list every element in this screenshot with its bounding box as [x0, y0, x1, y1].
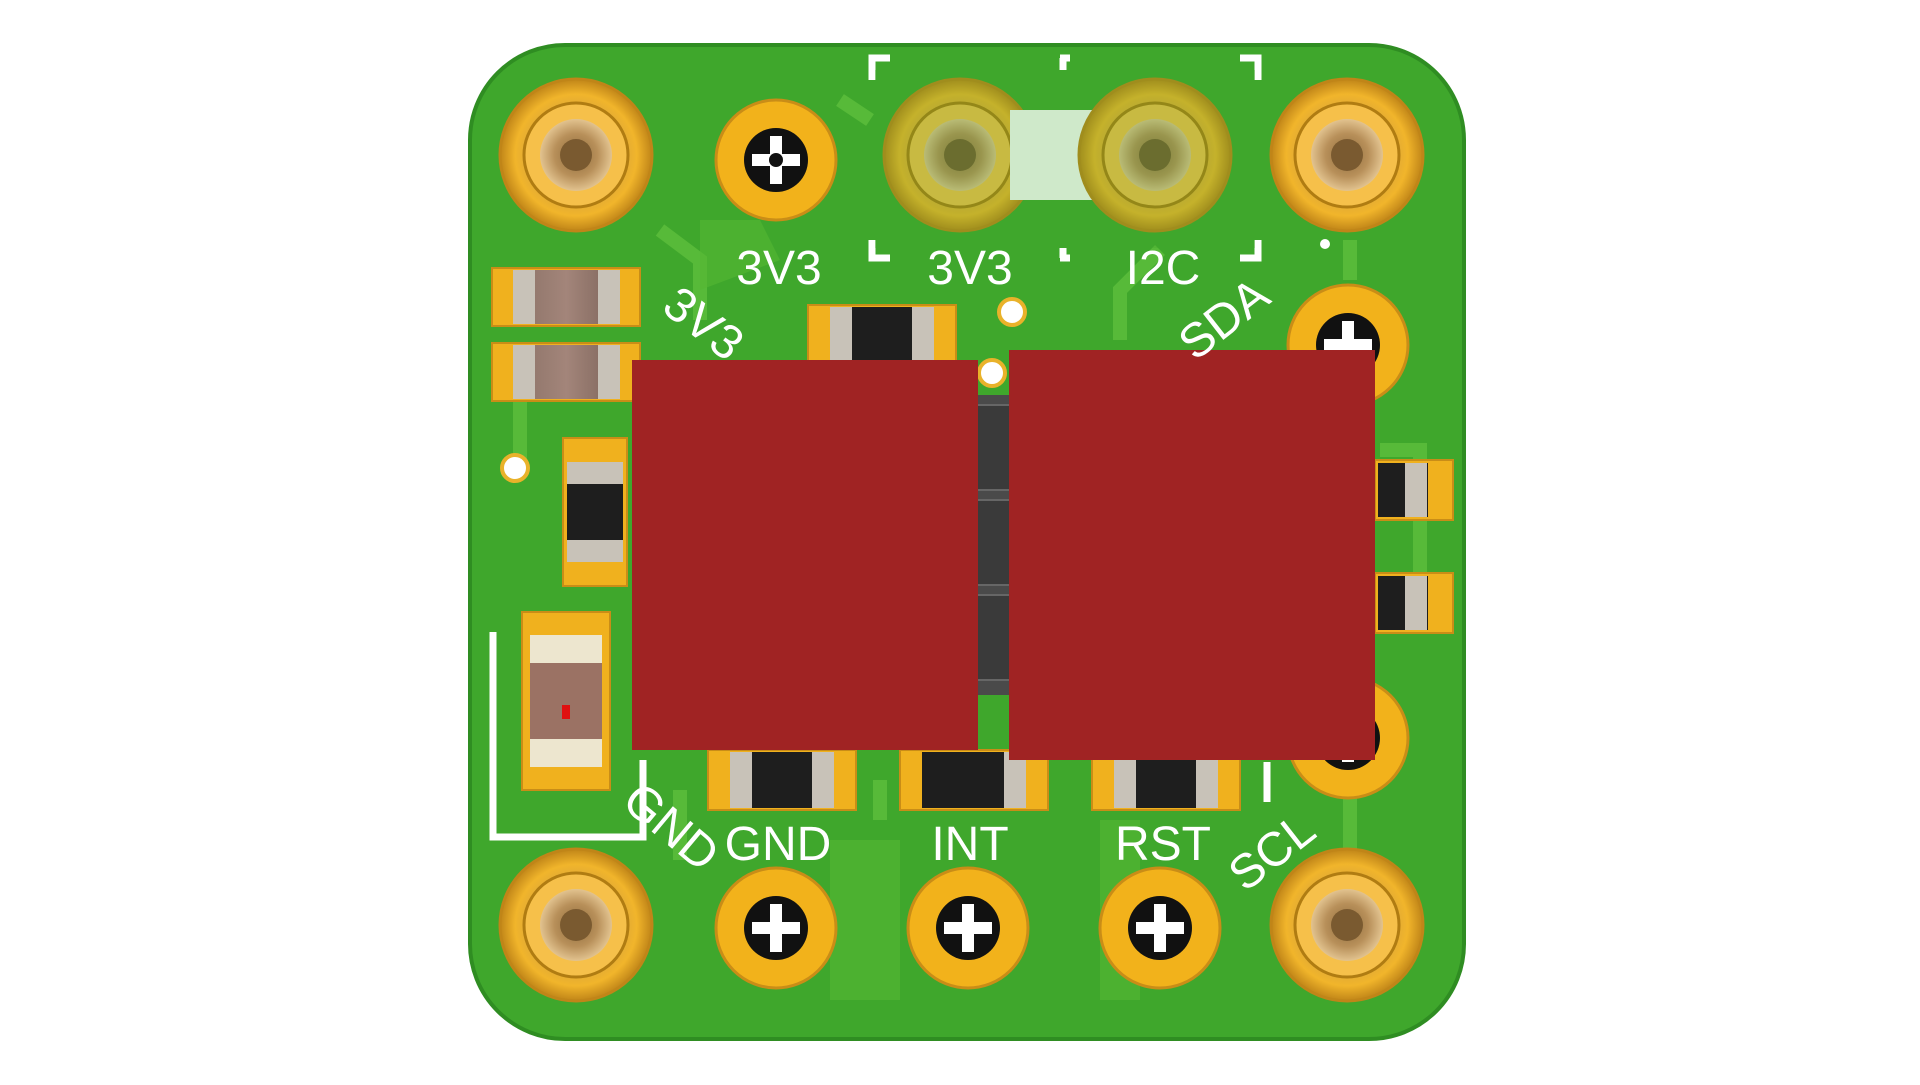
pin-pad-int	[906, 866, 1030, 990]
capacitor-c5	[707, 749, 857, 811]
led-silk-outline	[489, 632, 647, 841]
capacitor-c3	[1374, 459, 1454, 521]
jumper-outline	[868, 54, 1262, 262]
sensor-module-left	[632, 360, 978, 750]
label-bottom-int: INT	[931, 818, 1008, 871]
mounting-hole-top-left	[498, 77, 654, 233]
jumper-pad-i2c	[1077, 77, 1233, 233]
pin-pad-rst	[1098, 866, 1222, 990]
label-bottom-gnd: GND	[725, 818, 832, 871]
jumper-overlay	[875, 70, 1255, 248]
pin-pad-gnd	[714, 866, 838, 990]
resistor-r2	[491, 342, 641, 402]
capacitor-c4	[1374, 572, 1454, 634]
via	[500, 453, 530, 483]
mounting-hole-bottom-left	[498, 847, 654, 1003]
resistor-r1	[491, 267, 641, 327]
label-top-3v3-jumper: 3V3	[927, 242, 1012, 295]
pin-pad-3v3	[714, 98, 838, 222]
jumper-pad-3v3	[882, 77, 1038, 233]
label-top-3v3-left: 3V3	[736, 242, 821, 295]
sensor-module-right	[1009, 350, 1375, 760]
mounting-hole-top-right	[1269, 77, 1425, 233]
led-icon	[521, 611, 611, 791]
silk-dot	[1320, 239, 1330, 249]
via	[977, 358, 1007, 388]
capacitor-c2	[807, 304, 957, 366]
via	[997, 297, 1027, 327]
label-bottom-rst: RST	[1115, 818, 1211, 871]
mounting-hole-bottom-right	[1269, 847, 1425, 1003]
label-top-i2c: I2C	[1126, 242, 1201, 295]
capacitor-c1	[562, 437, 628, 587]
